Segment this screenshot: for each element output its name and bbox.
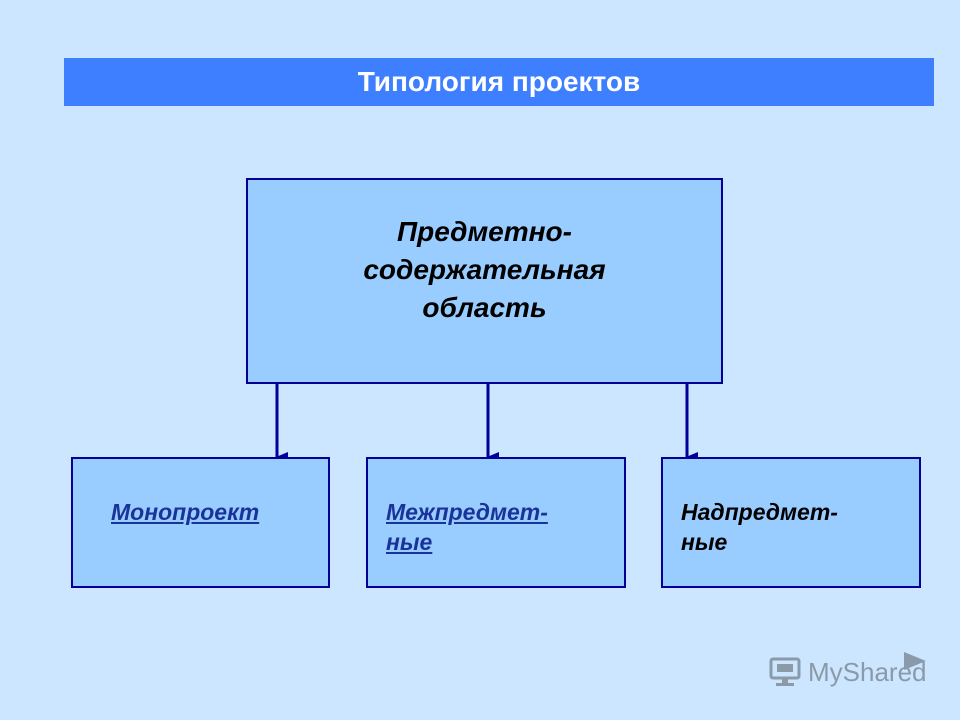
box-interdisciplinary: Межпредмет- ные [366, 457, 626, 588]
play-triangle-icon[interactable] [902, 650, 928, 672]
interdisciplinary-link[interactable]: Межпредмет- ные [386, 499, 548, 555]
root-label: Предметно- содержательная область [363, 216, 606, 323]
title-bar: Типология проектов [64, 58, 934, 106]
root-box: Предметно- содержательная область [246, 178, 723, 384]
box-supradisciplinary: Надпредмет- ные [661, 457, 921, 588]
monitor-icon [769, 657, 801, 686]
supradisciplinary-label: Надпредмет- ные [681, 499, 838, 555]
slide-title: Типология проектов [357, 66, 641, 97]
monoproject-link[interactable]: Монопроект [111, 499, 260, 525]
box-monoproject: Монопроект [71, 457, 330, 588]
